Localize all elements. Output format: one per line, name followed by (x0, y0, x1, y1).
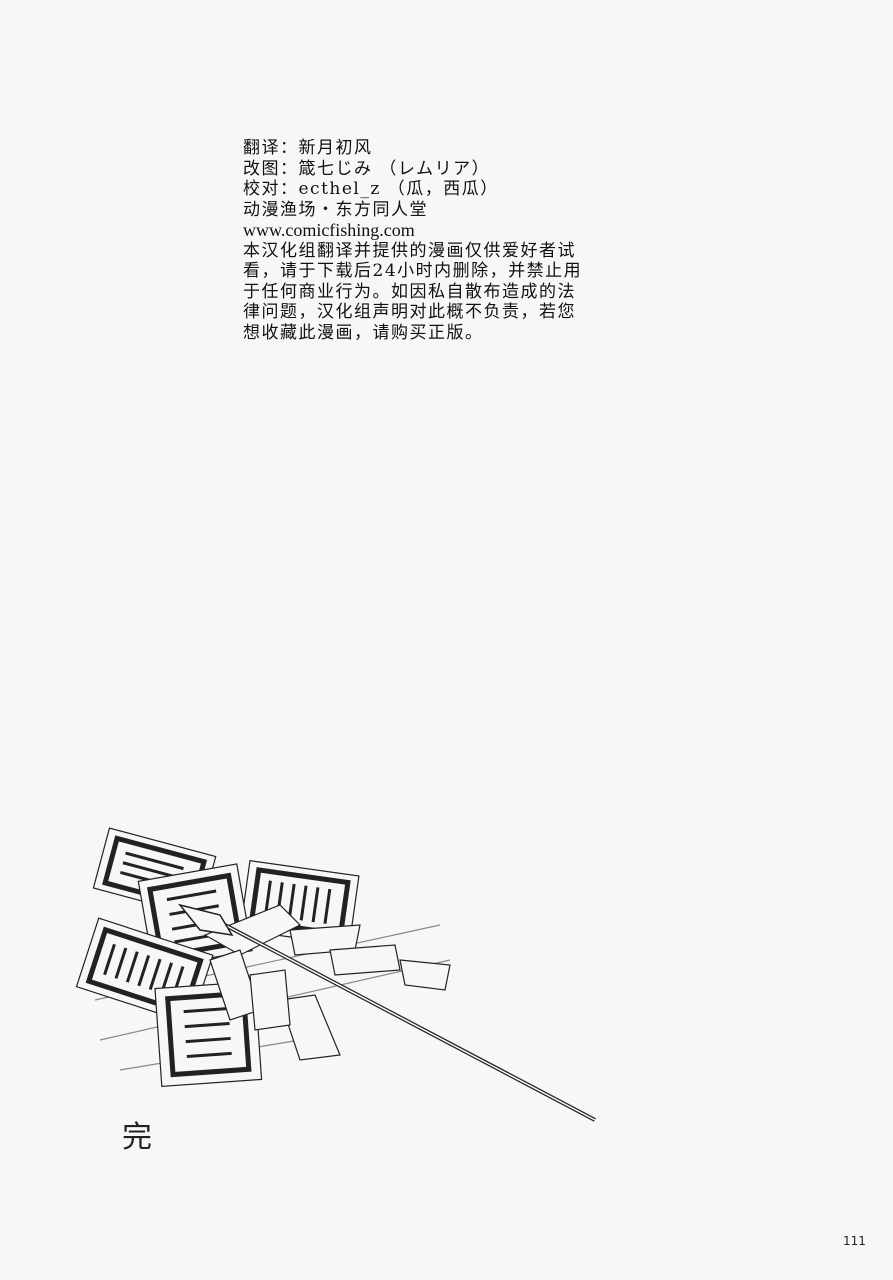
scanlation-credits: 翻译：新月初风 改图：箴七じみ （レムリア） 校对：ecthel_z （瓜，西瓜… (243, 138, 608, 343)
spear (178, 903, 596, 1122)
credit-translation: 翻译：新月初风 (243, 138, 373, 158)
page-number: 111 (843, 1234, 866, 1248)
disclaimer-line: 于任何商业行为。如因私自散布造成的法 (243, 281, 576, 302)
credit-editing: 改图：箴七じみ （レムリア） (243, 158, 491, 179)
disclaimer-line: 看，请于下载后24小时内删除，并禁止用 (243, 261, 583, 281)
credit-group: 动漫渔场・东方同人堂 (243, 199, 428, 220)
paper-streamers (203, 904, 451, 1061)
disclaimer-line: 律问题，汉化组声明对此概不负责，若您 (243, 302, 576, 322)
credit-url: www.comicfishing.com (243, 220, 415, 240)
disclaimer-line: 本汉化组翻译并提供的漫画仅供爱好者试 (243, 240, 576, 261)
end-mark: 完 (122, 1120, 152, 1155)
talismans-and-spear-illustration (75, 827, 596, 1122)
disclaimer-line: 想收藏此漫画，请购买正版。 (243, 322, 484, 343)
credit-proofreading: 校对：ecthel_z （瓜，西瓜） (243, 179, 499, 199)
